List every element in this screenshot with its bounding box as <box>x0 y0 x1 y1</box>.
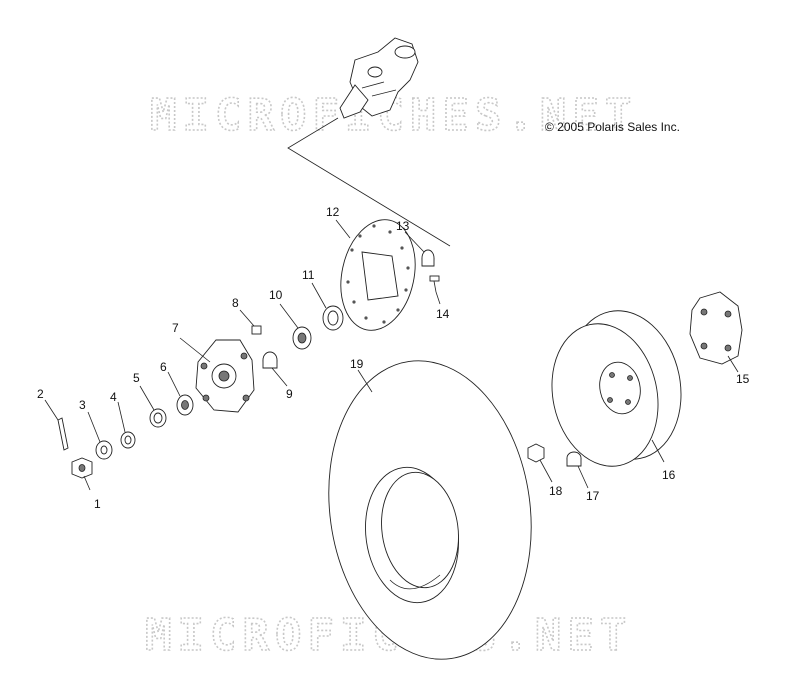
callout-13: 13 <box>396 219 410 233</box>
outer-bearing <box>292 326 312 350</box>
callout-5: 5 <box>133 371 140 385</box>
leader-lines <box>44 219 739 491</box>
callout-8: 8 <box>232 296 239 310</box>
callout-15: 15 <box>736 372 750 386</box>
inner-seal <box>149 408 167 428</box>
disc-bolt <box>429 275 440 293</box>
callout-3: 3 <box>79 398 86 412</box>
callout-18: 18 <box>549 484 563 498</box>
disc-spacer <box>421 249 435 267</box>
callout-labels: 1 2 3 4 5 6 7 8 9 10 11 12 13 14 15 16 1… <box>37 205 750 511</box>
callout-4: 4 <box>110 390 117 404</box>
callout-9: 9 <box>286 387 293 401</box>
callout-14: 14 <box>436 307 450 321</box>
wheel-rim <box>551 310 682 467</box>
callout-12: 12 <box>326 205 340 219</box>
hub-seal <box>322 305 344 331</box>
callout-19: 19 <box>350 357 364 371</box>
callout-16: 16 <box>662 468 676 482</box>
brake-disc <box>340 219 416 331</box>
callout-10: 10 <box>269 288 283 302</box>
axle-spacer <box>120 431 136 449</box>
copyright-notice: © 2005 Polaris Sales Inc. <box>545 120 680 134</box>
callout-17: 17 <box>586 489 600 503</box>
steering-knuckle <box>339 37 419 119</box>
wheel-hub <box>195 339 255 413</box>
inner-bearing <box>176 394 194 416</box>
wheel-stud <box>251 325 262 335</box>
callout-6: 6 <box>160 360 167 374</box>
valve-stem <box>566 451 582 467</box>
callout-1: 1 <box>94 497 101 511</box>
tire <box>328 360 532 660</box>
knuckle-leader-line <box>287 117 451 247</box>
cotter-pin <box>57 417 69 451</box>
hub-gasket-plate <box>689 291 743 365</box>
washer <box>95 440 113 460</box>
lug-nut <box>527 443 545 463</box>
callout-11: 11 <box>302 268 315 282</box>
castle-nut <box>71 457 93 479</box>
inner-spacer <box>262 351 278 369</box>
callout-7: 7 <box>172 321 179 335</box>
callout-2: 2 <box>37 387 44 401</box>
